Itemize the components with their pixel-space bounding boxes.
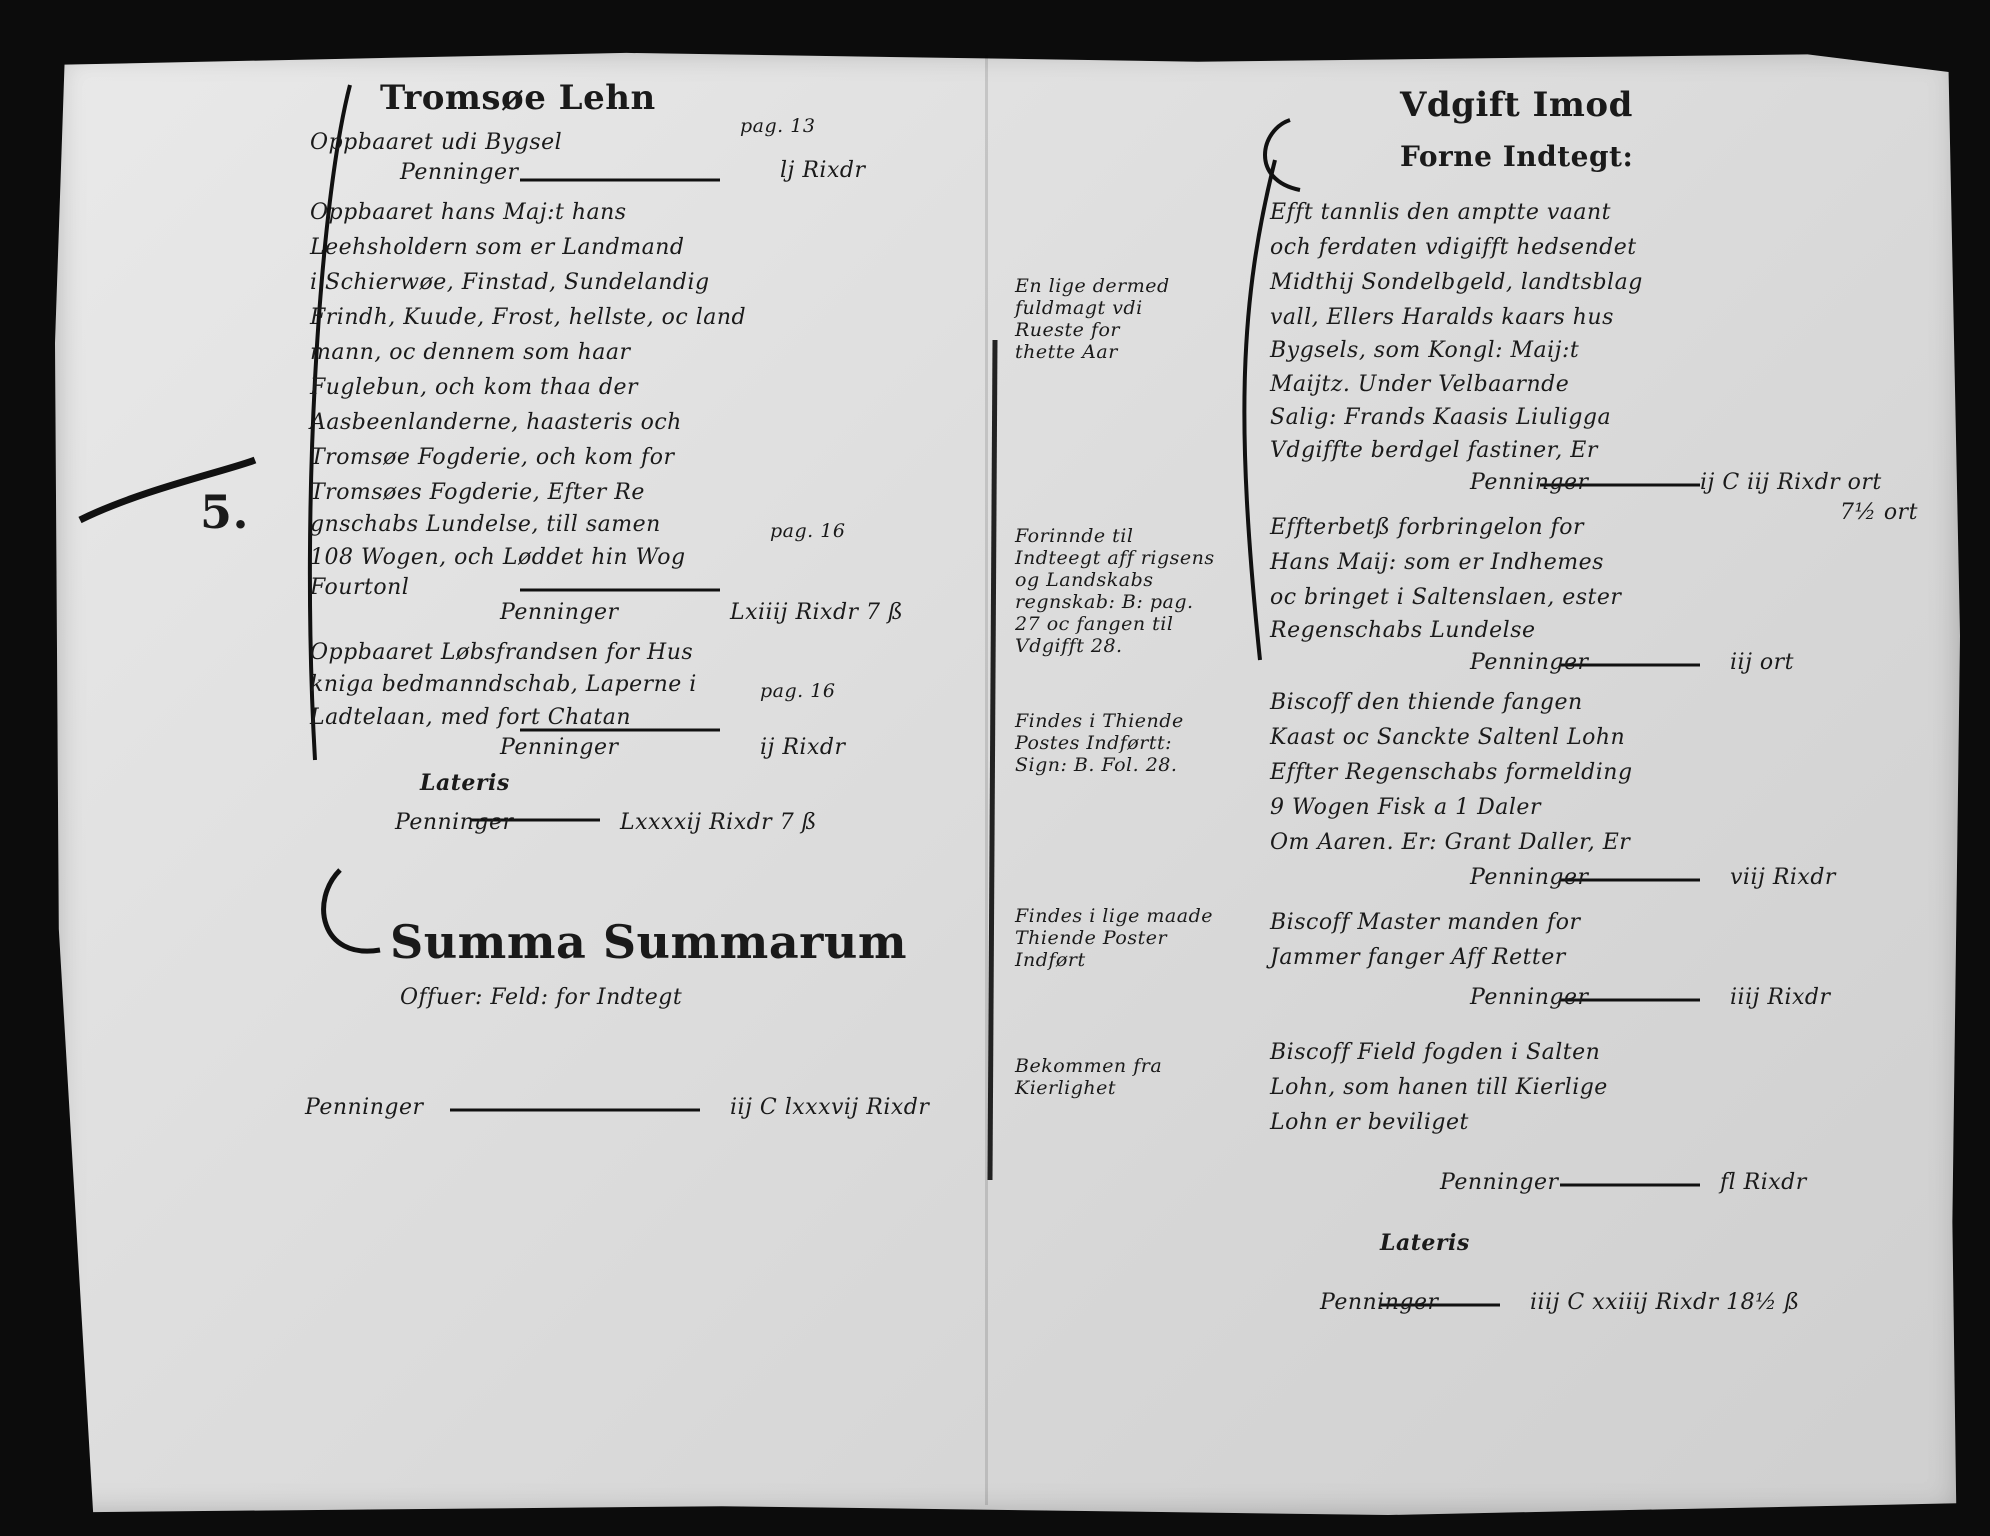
entry-text: Lohn, som hanen till Kierlige [1270,1075,1608,1100]
summa-total-amount: iij C lxxxvij Rixdr [730,1095,930,1120]
margin-mark: 5. [200,485,250,539]
entry-text: gnschabs Lundelse, till samen [310,512,661,537]
right-subheading: Forne Indtegt: [1400,140,1634,173]
margin-note: Findes i lige maade Thiende Poster Indfø… [1015,905,1213,971]
entry-text: Lohn er beviliget [1270,1110,1469,1135]
entry-text: Biscoff Field fogden i Salten [1270,1040,1601,1065]
lateris-total-amount: iiij C xxiiij Rixdr 18½ ß [1530,1290,1800,1315]
entry-text: Kaast oc Sanckte Saltenl Lohn [1270,725,1626,750]
entry-amount: Lxiiij Rixdr 7 ß [730,600,904,625]
page-fold [985,55,988,1505]
entry-amount: lj Rixdr [780,158,866,183]
entry-text: Maijtz. Under Velbaarnde [1270,372,1570,397]
right-heading: Vdgift Imod [1400,85,1633,125]
summa-subtitle: Offuer: Feld: for Indtegt [400,985,683,1010]
entry-label: Penninger [1470,985,1589,1010]
margin-note: Findes i Thiende Postes Indførtt: Sign: … [1015,710,1184,776]
lateris-total-label: Penninger [395,810,514,835]
entry-text: Hans Maij: som er Indhemes [1270,550,1604,575]
entry-text: Aasbeenlanderne, haasteris och [310,410,682,435]
entry-label: Penninger [1470,865,1589,890]
entry-ref: pag. 16 [760,680,836,702]
entry-text: Bygsels, som Kongl: Maij:t [1270,338,1580,363]
entry-text: Effter Regenschabs formelding [1270,760,1633,785]
entry-amount: ij C iij Rixdr ort [1700,470,1882,495]
lateris-total-amount: Lxxxxij Rixdr 7 ß [620,810,817,835]
entry-text: kniga bedmanndschab, Laperne i [310,672,697,697]
lateris-label: Lateris [420,770,510,796]
entry-text: Fourtonl [310,575,410,600]
entry-label: Penninger [500,600,619,625]
entry-text: Regenschabs Lundelse [1270,618,1536,643]
entry-label: Penninger [400,160,519,185]
entry-text: Biscoff Master manden for [1270,910,1581,935]
entry-text: Oppbaaret hans Maj:t hans [310,200,627,225]
entry-text: Tromsøes Fogderie, Efter Re [310,480,645,505]
summa-summarum: Summa Summarum [390,915,907,969]
entry-text: Biscoff den thiende fangen [1270,690,1583,715]
entry-text: i Schierwøe, Finstad, Sundelandig [310,270,710,295]
entry-text: Oppbaaret Løbsfrandsen for Hus [310,640,694,665]
entry-amount: viij Rixdr [1730,865,1836,890]
margin-note: En lige dermed fuldmagt vdi Rueste for t… [1015,275,1170,363]
entry-amount: ij Rixdr [760,735,846,760]
entry-label: Penninger [500,735,619,760]
entry-text: Effterbetß forbringelon for [1270,515,1585,540]
entry-ref: pag. 16 [770,520,846,542]
margin-note: Forinnde til Indteegt aff rigsens og Lan… [1015,525,1215,657]
entry-text: mann, oc dennem som haar [310,340,631,365]
entry-text: Oppbaaret udi Bygsel [310,130,563,155]
entry-text: Tromsøe Fogderie, och kom for [310,445,675,470]
entry-text: oc bringet i Saltenslaen, ester [1270,585,1622,610]
entry-text: och ferdaten vdigifft hedsendet [1270,235,1637,260]
entry-amount: iiij Rixdr [1730,985,1831,1010]
side-mark: 7½ ort [1840,500,1918,525]
entry-text: Leehsholdern som er Landmand [310,235,685,260]
entry-text: 108 Wogen, och Løddet hin Wog [310,545,686,570]
left-heading: Tromsøe Lehn [380,78,656,118]
entry-label: Penninger [1440,1170,1559,1195]
paper-sheet [55,52,1960,1515]
entry-label: Penninger [1470,470,1589,495]
entry-text: Ladtelaan, med fort Chatan [310,705,632,730]
entry-text: Salig: Frands Kaasis Liuligga [1270,405,1612,430]
entry-text: Frindh, Kuude, Frost, hellste, oc land [310,305,747,330]
entry-text: 9 Wogen Fisk a 1 Daler [1270,795,1541,820]
entry-amount: iij ort [1730,650,1794,675]
entry-text: Midthij Sondelbgeld, landtsblag [1270,270,1643,295]
entry-text: Fuglebun, och kom thaa der [310,375,638,400]
entry-text: Efft tannlis den amptte vaant [1270,200,1612,225]
entry-amount: fl Rixdr [1720,1170,1807,1195]
entry-text: Jammer fanger Aff Retter [1270,945,1566,970]
entry-text: Vdgiffte berdgel fastiner, Er [1270,438,1598,463]
entry-ref: pag. 13 [740,115,816,137]
margin-note: Bekommen fra Kierlighet [1015,1055,1163,1099]
entry-label: Penninger [1470,650,1589,675]
entry-text: vall, Ellers Haralds kaars hus [1270,305,1614,330]
summa-total-label: Penninger [305,1095,424,1120]
entry-text: Om Aaren. Er: Grant Daller, Er [1270,830,1631,855]
lateris-total-label: Penninger [1320,1290,1439,1315]
lateris-label: Lateris [1380,1230,1470,1256]
